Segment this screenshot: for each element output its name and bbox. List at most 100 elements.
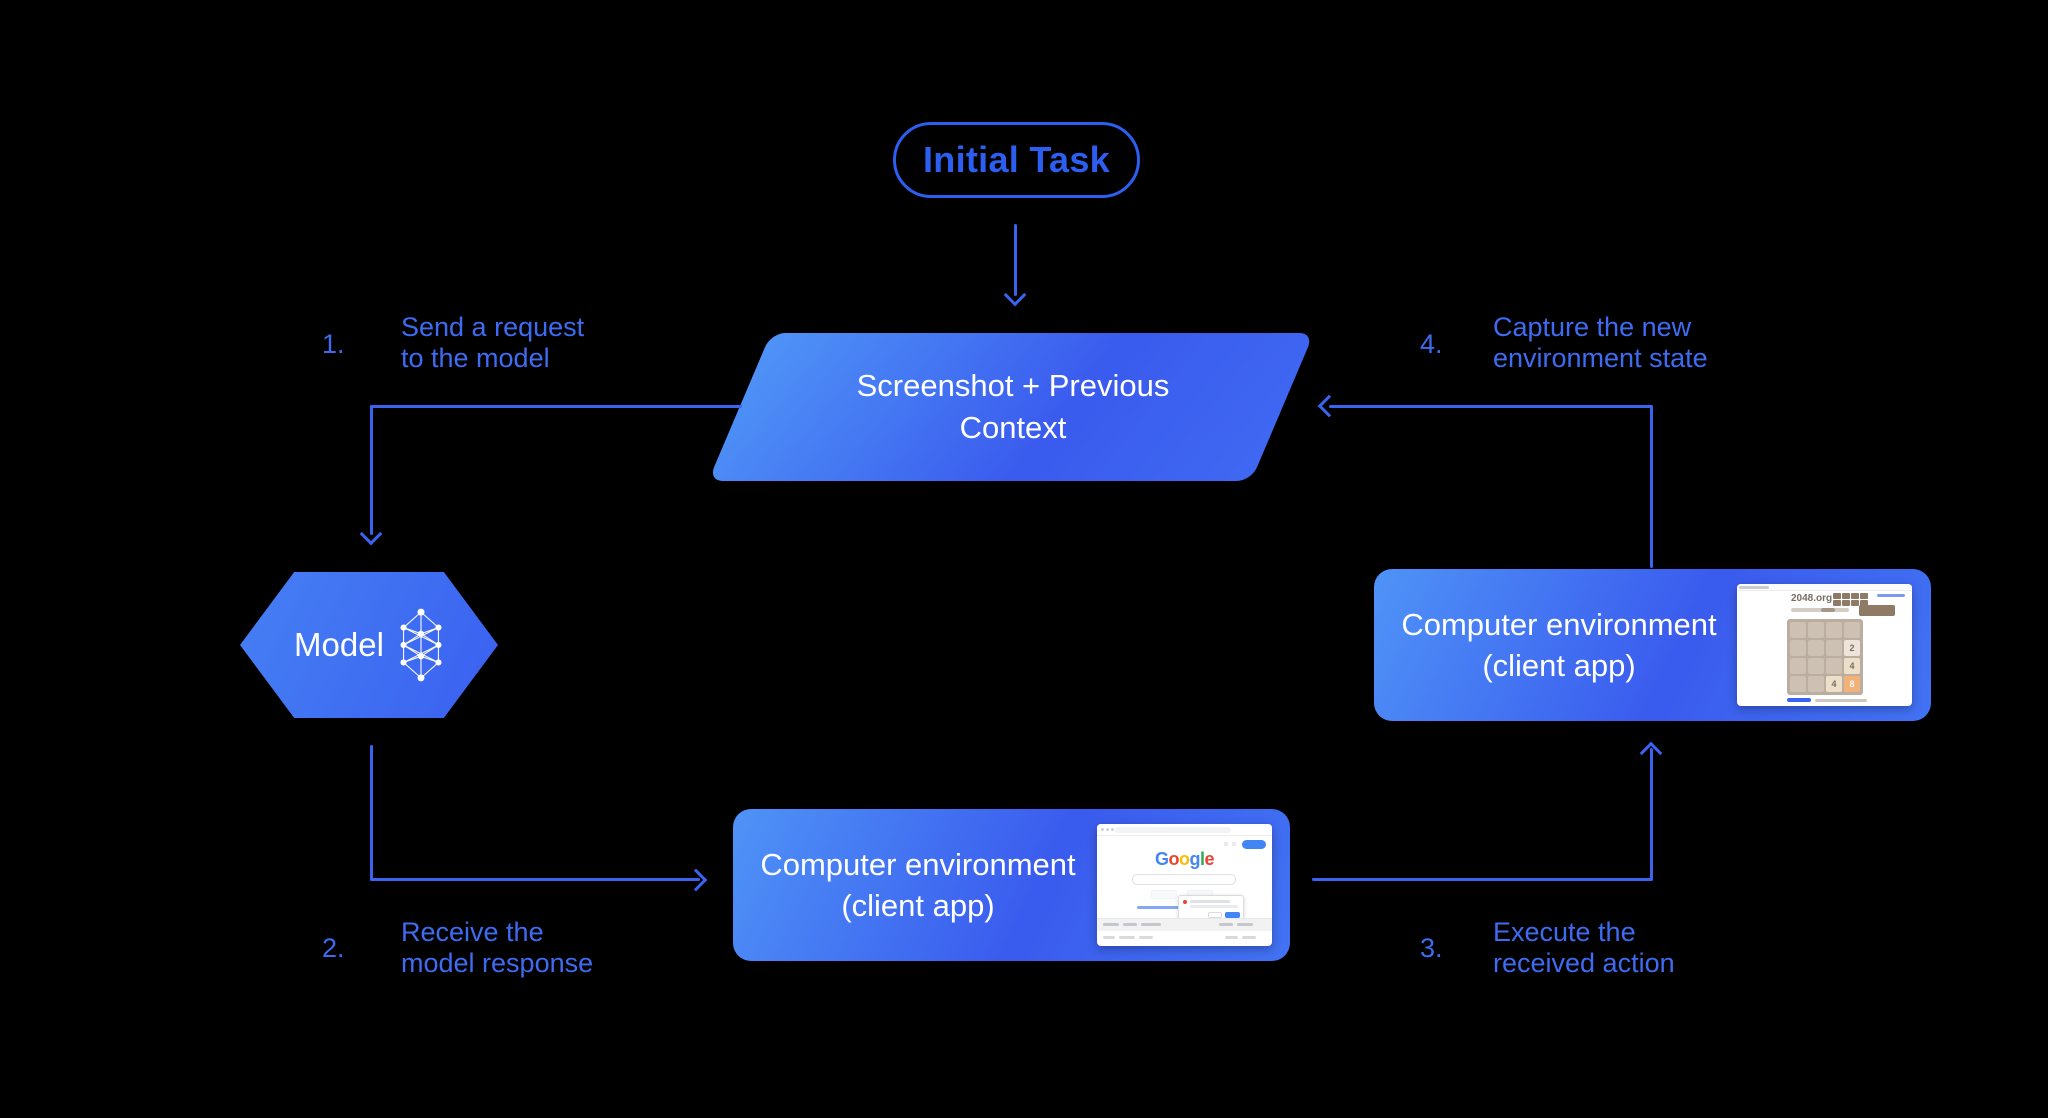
env-node-right-label: Computer environment (client app) [1374,569,1744,721]
arrowhead-up-icon [1639,741,1663,765]
game-cell [1790,658,1806,674]
game-cell [1826,658,1842,674]
window-dot [1111,828,1114,831]
step-2-label: Receive the model response [401,917,593,979]
step-2-line2: model response [401,948,594,978]
env-bottom-line2: (client app) [841,888,995,923]
env-right-line2: (client app) [1482,648,1636,683]
arrowhead-down-icon [359,522,383,546]
arrowhead-left-icon [1317,394,1341,418]
env-node-bottom: Computer environment (client app) Google [733,809,1290,961]
footer-link [1237,923,1253,926]
tab-title-bar [1739,586,1769,589]
env-node-right: Computer environment (client app) 2048.o… [1374,569,1931,721]
new-game-button [1859,605,1895,616]
browser-chrome [1097,824,1272,836]
header-link [1877,594,1905,597]
model-label: Model [294,626,384,663]
game-cell [1790,622,1806,638]
dialog-icon [1183,900,1187,904]
step-3-number: 3. [1420,933,1443,963]
step-2-line1: Receive the [401,917,544,947]
score-box [1833,593,1841,599]
game-tile: 2 [1844,640,1860,656]
address-bar [1115,827,1231,833]
initial-task-label: Initial Task [923,139,1110,180]
dialog-text-line [1190,900,1230,903]
game-cell [1808,658,1824,674]
footer-strip [1097,918,1272,931]
footer-link [1139,936,1153,939]
subtitle-bold-text [1821,608,1835,612]
arrow-env-to-env-vseg [1650,748,1653,881]
arrowhead-right-icon [684,868,708,892]
window-dot [1106,828,1109,831]
neural-network-icon [400,608,442,682]
step-4-line1: Capture the new [1493,312,1692,342]
step-1-line1: Send a request [401,312,585,342]
step-3-line2: received action [1493,948,1675,978]
step-3-label: Execute the received action [1493,917,1675,979]
footer-link [1123,923,1137,926]
subtitle-text [1791,608,1849,612]
apps-icon [1232,842,1236,846]
footer-link [1141,923,1161,926]
arrow-model-to-env-hseg [370,878,700,881]
google-logo-letter: e [1204,849,1215,869]
game-tile: 4 [1844,658,1860,674]
arrow-task-to-context [1014,224,1017,296]
google-logo-letter: l [1199,849,1205,869]
step-1-line2: to the model [401,343,550,373]
footer-link-bold [1787,698,1811,702]
consent-dialog [1178,895,1244,920]
arrow-context-to-model-vseg [370,405,373,535]
game-cell [1826,640,1842,656]
step-2-number: 2. [322,933,345,963]
browser-screenshot-google: Google [1097,824,1272,946]
search-button-shape [1151,890,1177,899]
score-box [1842,593,1850,599]
context-node-line1: Screenshot + Previous [856,368,1170,403]
step-1-number: 1. [322,329,345,359]
game-cell [1808,640,1824,656]
model-node: Model [240,572,498,718]
step-4-number: 4. [1420,329,1443,359]
footer-link [1219,923,1233,926]
step-1-label: Send a request to the model [401,312,584,374]
dialog-text-line [1190,905,1238,908]
arrow-context-to-model-hseg [370,405,742,408]
score-box [1842,600,1850,606]
arrowhead-down-icon [1003,283,1027,307]
images-link [1224,842,1228,846]
game-cell [1844,622,1860,638]
game-cell [1790,676,1806,692]
window-dot [1101,828,1104,831]
google-logo-letter: G [1154,849,1169,869]
arrow-model-to-env-vseg [370,745,373,881]
score-box [1851,600,1859,606]
score-box [1860,600,1868,606]
step-3-line1: Execute the [1493,917,1636,947]
google-logo: Google [1097,850,1272,868]
sign-in-button [1242,840,1266,849]
score-box [1851,593,1859,599]
score-box [1833,600,1841,606]
dialog-primary-button [1225,912,1240,918]
site-title: 2048.org [1791,593,1833,604]
arrow-env-to-context-vseg [1650,406,1653,568]
env-right-line1: Computer environment [1401,607,1717,642]
footer-link [1119,936,1135,939]
footer-link [1225,936,1238,939]
search-input-shape [1132,874,1236,885]
footer-link [1103,936,1115,939]
google-logo-letter: o [1178,849,1190,869]
game-tile: 8 [1844,676,1860,692]
footer-link [1242,936,1256,939]
dialog-secondary-button [1208,912,1222,918]
footer-text [1815,699,1867,702]
game-cell [1790,640,1806,656]
game-cell [1808,676,1824,692]
browser-chrome [1737,584,1912,591]
